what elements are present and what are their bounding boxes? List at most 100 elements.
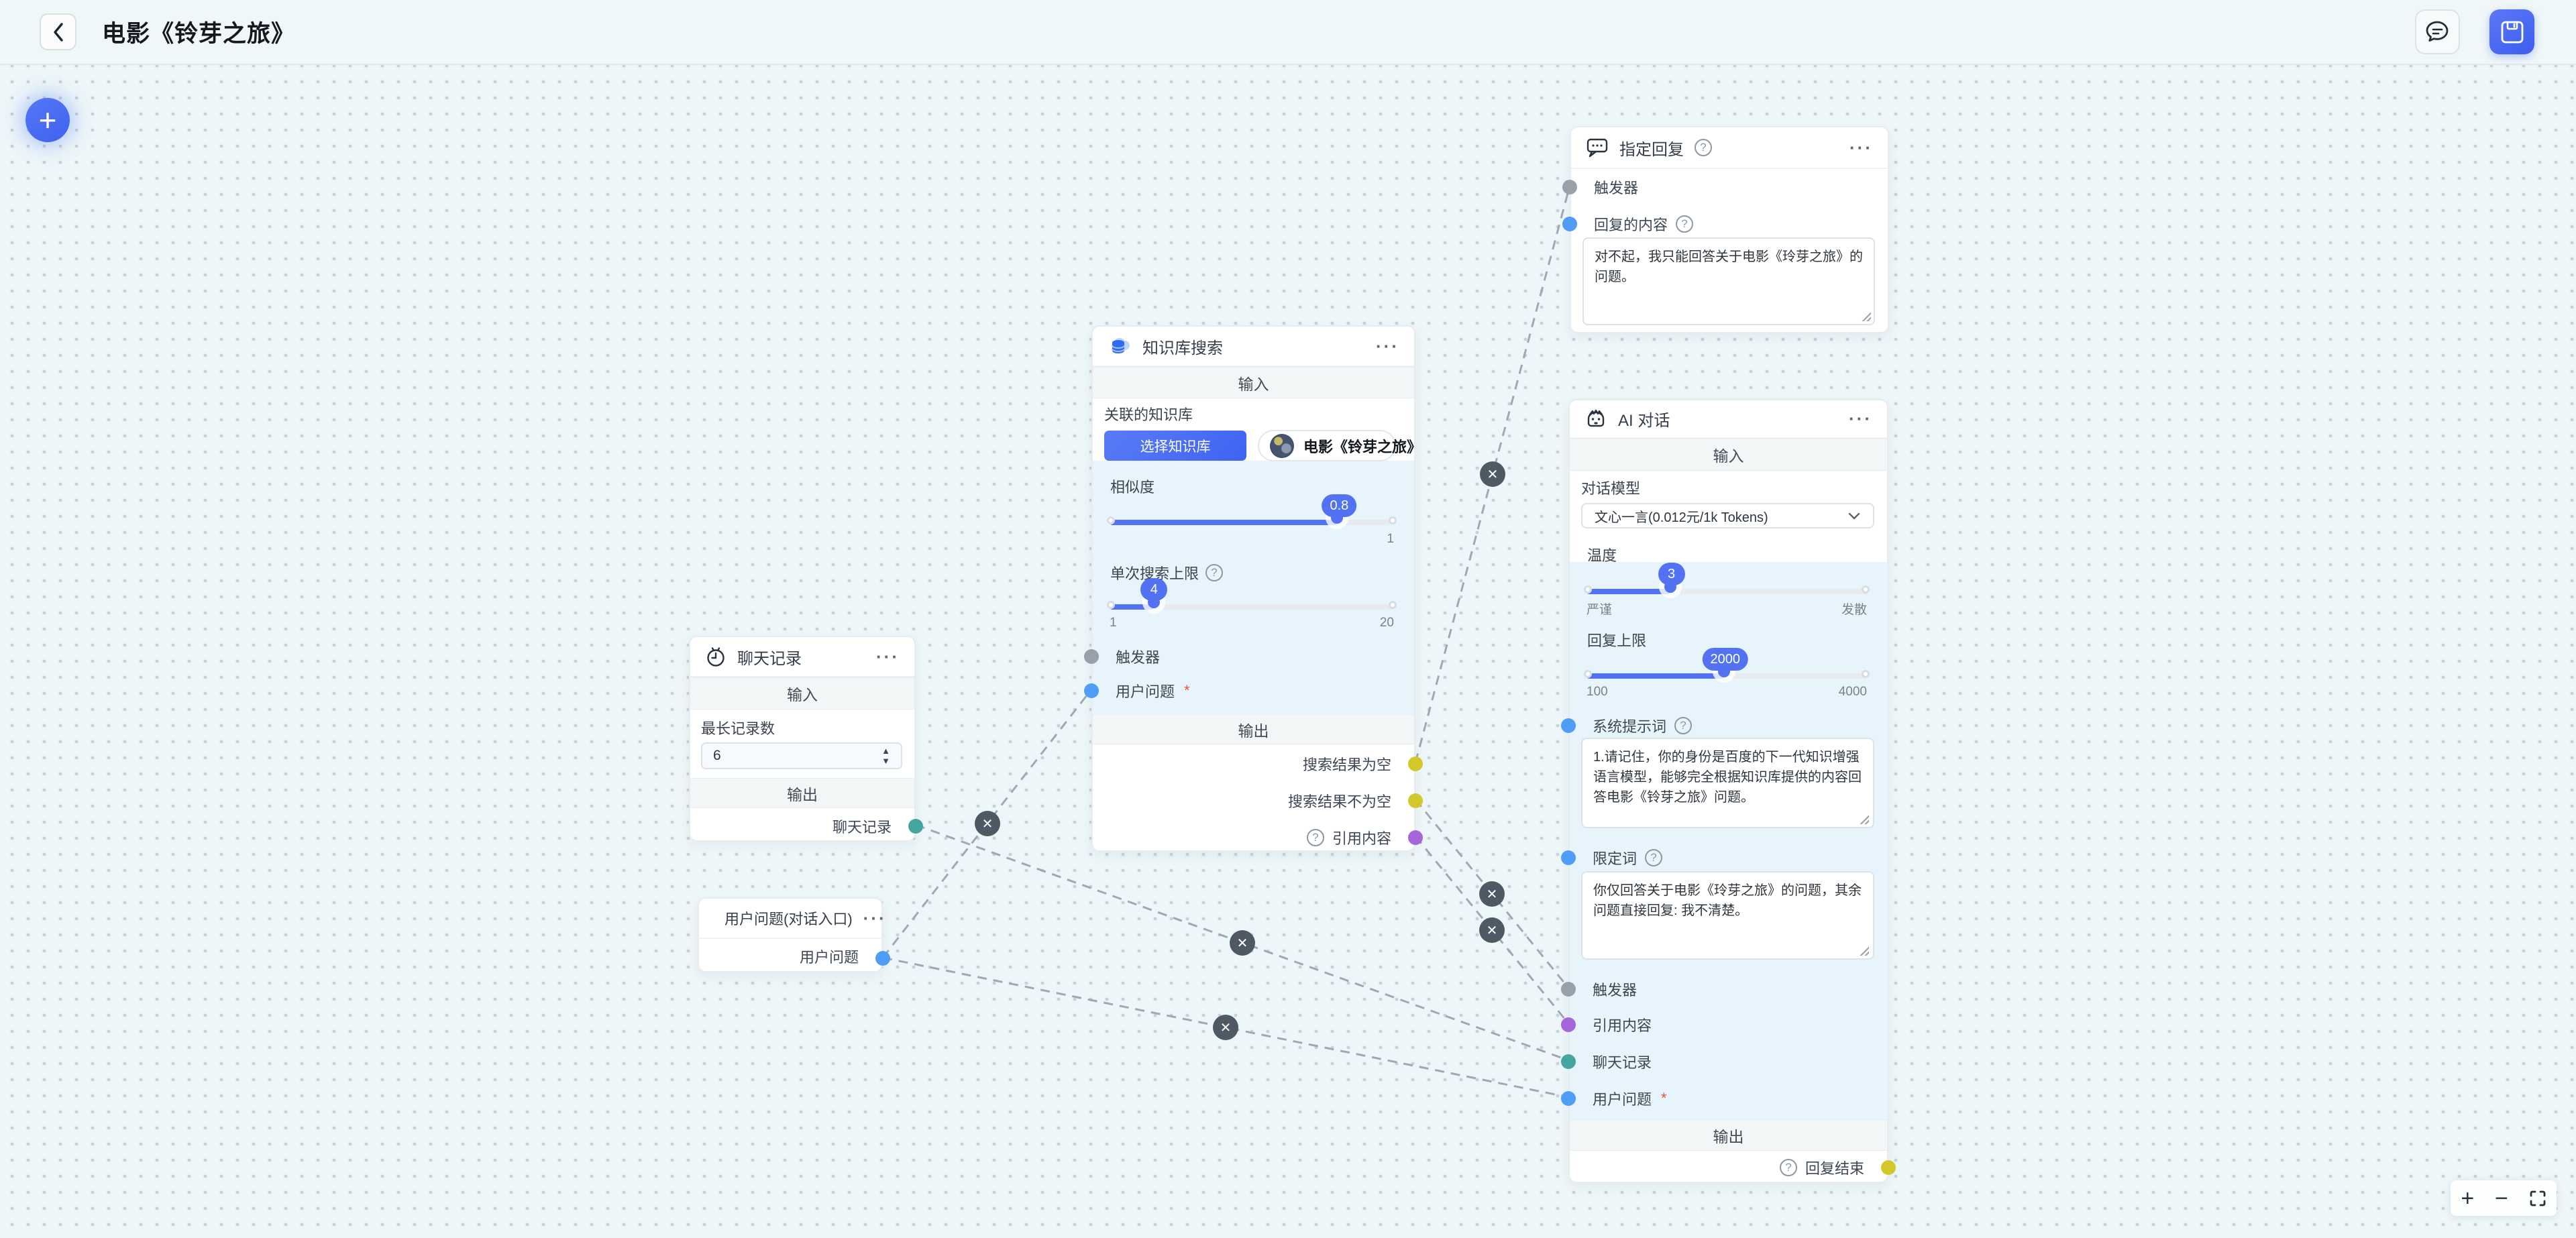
zoom-in-button[interactable]: + <box>2461 1185 2475 1211</box>
disconnect-button[interactable]: ✕ <box>1230 930 1255 956</box>
kb-chip[interactable]: 电影《铃芽之旅》 <box>1258 430 1421 461</box>
kb-relation-label: 关联的知识库 <box>1104 406 1193 423</box>
output-row-empty: 搜索结果为空 <box>1302 756 1391 773</box>
similarity-value-badge: 0.8 <box>1322 494 1357 517</box>
port-user-question-out[interactable] <box>875 951 890 966</box>
help-icon[interactable]: ? <box>1205 564 1224 581</box>
kb-poster-avatar <box>1270 433 1294 458</box>
node-title: AI 对话 <box>1618 412 1670 430</box>
port-trigger-in[interactable] <box>1561 982 1576 997</box>
page-title: 电影《铃芽之旅》 <box>102 21 296 47</box>
save-button[interactable] <box>2489 9 2534 54</box>
disconnect-button[interactable]: ✕ <box>1479 881 1505 907</box>
input-row-user-question: 用户问题* <box>1116 682 1190 700</box>
node-menu-button[interactable]: ··· <box>1849 137 1873 158</box>
stepper-down-icon[interactable]: ▼ <box>881 756 890 766</box>
port-reply-content-in[interactable] <box>1562 217 1577 231</box>
input-row-user-question: 用户问题* <box>1593 1090 1667 1108</box>
help-icon[interactable]: ? <box>1695 139 1712 156</box>
port-chat-history-out[interactable] <box>908 819 923 834</box>
output-section-header: 输出 <box>1093 714 1414 744</box>
temperature-slider[interactable] <box>1584 581 1870 594</box>
temperature-label: 温度 <box>1587 547 1617 564</box>
disconnect-button[interactable]: ✕ <box>1479 917 1505 943</box>
chevron-down-icon <box>1848 512 1860 520</box>
input-row-trigger: 触发器 <box>1594 180 1639 196</box>
help-icon[interactable]: ? <box>1645 849 1663 866</box>
node-chat-history[interactable]: 聊天记录 ··· 输入 最长记录数 6 ▲ ▼ 输出 聊天记录 <box>689 636 923 842</box>
save-floppy-icon <box>2501 21 2523 43</box>
similarity-scale: 1 <box>1387 532 1394 546</box>
port-trigger-in[interactable] <box>1084 649 1099 664</box>
disconnect-button[interactable]: ✕ <box>1480 461 1505 487</box>
output-row-chat-history: 聊天记录 <box>690 813 914 839</box>
reply-limit-slider[interactable] <box>1584 665 1870 679</box>
help-icon[interactable]: ? <box>1306 829 1324 846</box>
qualifier-textarea[interactable]: 你仅回答关于电影《玲芽之旅》的问题，其余问题直接回复: 我不清楚。 <box>1581 871 1874 960</box>
help-icon[interactable]: ? <box>1674 717 1693 734</box>
output-label: 聊天记录 <box>832 819 892 836</box>
stepper-up-icon[interactable]: ▲ <box>881 746 890 756</box>
robot-icon <box>1587 409 1605 427</box>
node-specified-reply[interactable]: 指定回复 ? ··· 触发器 回复的内容 ? 对不起，我只能回答关于电影《玲芽之… <box>1562 126 1889 333</box>
search-limit-label: 单次搜索上限 ? <box>1093 563 1414 583</box>
search-limit-slider[interactable] <box>1107 596 1397 610</box>
reply-bubble-icon <box>1587 138 1608 158</box>
port-history-in[interactable] <box>1561 1054 1576 1069</box>
input-row-reply-content: 回复的内容 ? <box>1571 211 1888 237</box>
max-records-label: 最长记录数 <box>701 720 775 737</box>
add-node-button[interactable]: + <box>25 98 70 142</box>
help-icon[interactable]: ? <box>1779 1159 1797 1176</box>
output-section-header: 输出 <box>690 778 914 808</box>
disconnect-button[interactable]: ✕ <box>975 811 1000 836</box>
model-selected-value: 文心一言(0.012元/1k Tokens) <box>1595 510 1768 525</box>
port-qualifier-in[interactable] <box>1561 850 1576 865</box>
port-result-empty-out[interactable] <box>1408 756 1423 771</box>
system-prompt-textarea[interactable]: 1.请记住，你的身份是百度的下一代知识增强语言模型，能够完全根据知识库提供的内容… <box>1581 738 1874 828</box>
model-select[interactable]: 文心一言(0.012元/1k Tokens) <box>1581 503 1874 528</box>
output-section-header: 输出 <box>1570 1119 1887 1151</box>
port-user-question-in[interactable] <box>1084 683 1099 698</box>
input-section-header: 输入 <box>1570 439 1887 471</box>
similarity-label: 相似度 <box>1110 479 1155 496</box>
node-menu-button[interactable]: ··· <box>876 646 900 667</box>
node-knowledge-search[interactable]: 知识库搜索 ··· 输入 关联的知识库 选择知识库 电影《铃芽之旅》 相似度 0… <box>1084 325 1423 852</box>
node-ai-dialogue[interactable]: AI 对话 ··· 输入 对话模型 文心一言(0.012元/1k Tokens)… <box>1561 399 1896 1183</box>
input-row-qualifier: 限定词 ? <box>1570 845 1887 870</box>
node-menu-button[interactable]: ··· <box>863 907 887 928</box>
fit-screen-icon <box>2530 1190 2545 1206</box>
node-menu-button[interactable]: ··· <box>1376 335 1399 356</box>
input-row-trigger: 触发器 <box>1116 649 1161 666</box>
preview-chat-button[interactable] <box>2415 9 2460 54</box>
model-label: 对话模型 <box>1581 480 1641 497</box>
node-title: 用户问题(对话入口) <box>724 911 853 927</box>
similarity-slider[interactable] <box>1107 512 1397 525</box>
node-title: 聊天记录 <box>737 649 802 668</box>
input-row-history: 聊天记录 <box>1593 1054 1652 1071</box>
reply-content-textarea[interactable]: 对不起，我只能回答关于电影《玲芽之旅》的问题。 <box>1582 237 1875 325</box>
port-system-prompt-in[interactable] <box>1561 718 1576 733</box>
back-button[interactable] <box>40 13 76 50</box>
port-quote-in[interactable] <box>1561 1017 1576 1032</box>
port-result-not-empty-out[interactable] <box>1408 793 1423 808</box>
fit-view-button[interactable] <box>2529 1190 2546 1207</box>
knowledge-base-icon <box>1112 337 1130 353</box>
max-records-value: 6 <box>713 748 721 763</box>
chevron-left-icon <box>53 22 63 42</box>
port-quote-out[interactable] <box>1408 830 1423 845</box>
node-menu-button[interactable]: ··· <box>1849 408 1872 429</box>
kb-chip-label: 电影《铃芽之旅》 <box>1303 438 1422 455</box>
zoom-out-button[interactable]: − <box>2494 1185 2508 1211</box>
port-trigger-in[interactable] <box>1562 180 1577 194</box>
help-icon[interactable]: ? <box>1676 215 1694 233</box>
input-row-quote: 引用内容 <box>1593 1017 1652 1034</box>
output-row-reply-end: ? 回复结束 <box>1570 1155 1887 1180</box>
node-user-question-entry[interactable]: 用户问题(对话入口) ··· 用户问题 <box>698 897 890 972</box>
port-reply-end-out[interactable] <box>1881 1160 1896 1175</box>
select-kb-button[interactable]: 选择知识库 <box>1104 431 1246 461</box>
max-records-input[interactable]: 6 ▲ ▼ <box>701 742 902 769</box>
disconnect-button[interactable]: ✕ <box>1213 1015 1238 1040</box>
port-user-question-in[interactable] <box>1561 1091 1576 1106</box>
